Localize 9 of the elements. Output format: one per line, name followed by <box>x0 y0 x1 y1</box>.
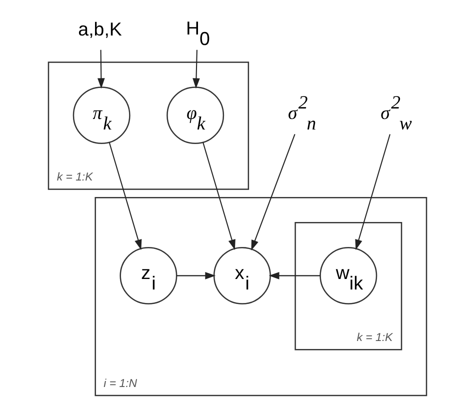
arrow <box>108 142 142 250</box>
arrow <box>251 134 296 250</box>
node-text: a,b,K <box>78 18 122 40</box>
arrow <box>176 272 216 280</box>
arrow <box>202 142 236 250</box>
arrow <box>355 134 390 250</box>
arrow <box>98 50 105 89</box>
arrow <box>192 50 200 89</box>
arrow <box>268 272 320 280</box>
